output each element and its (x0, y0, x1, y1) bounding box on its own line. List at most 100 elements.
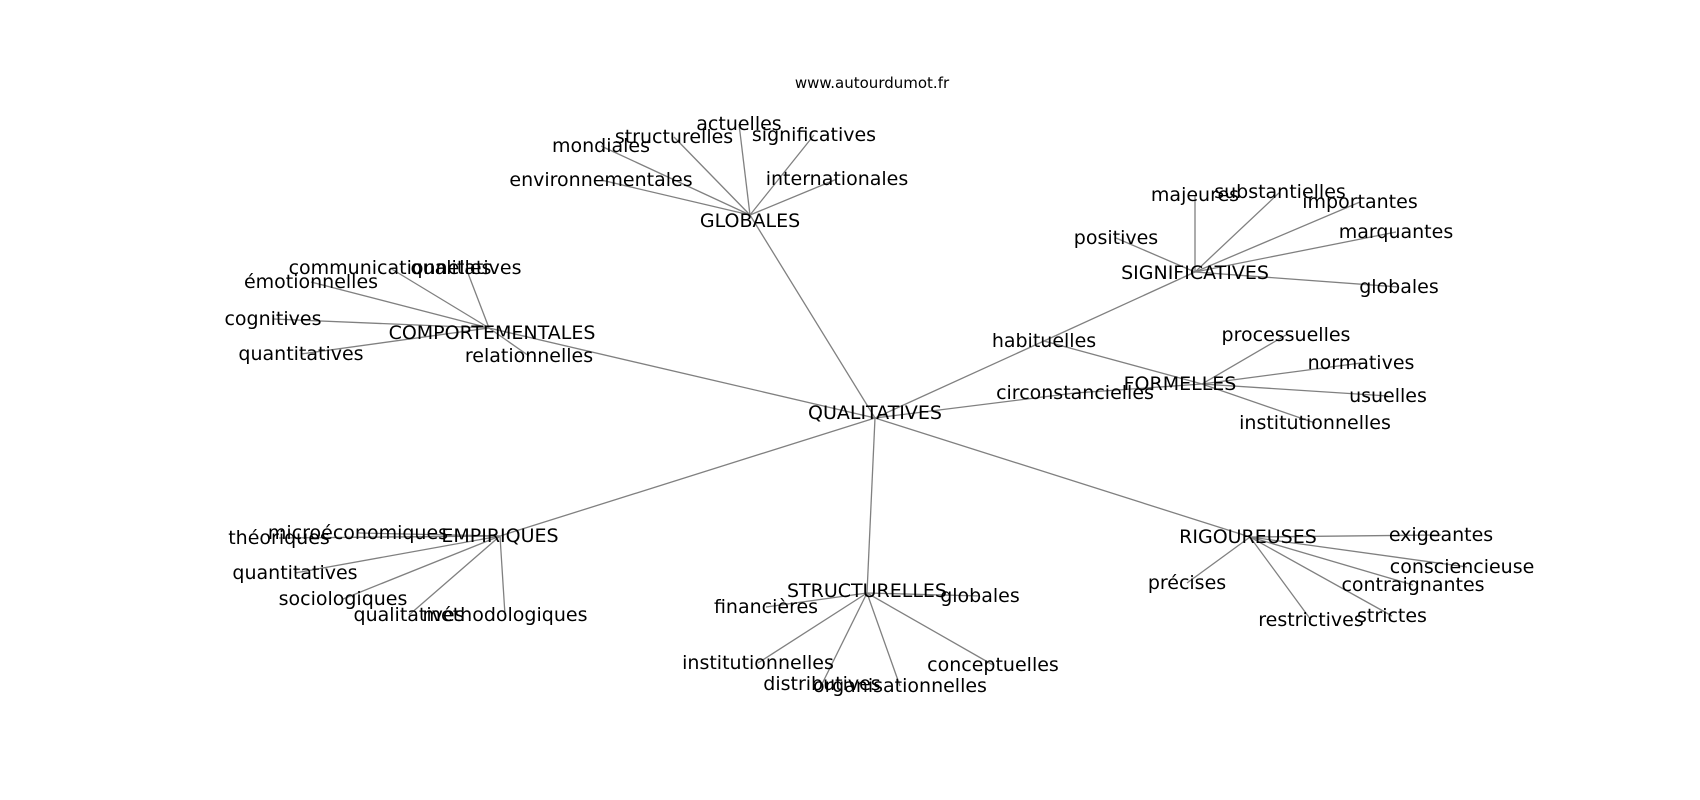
node-structurelles-hub: STRUCTURELLES (787, 580, 947, 602)
node-g-structurelles: structurelles (615, 126, 733, 148)
edge-structurelles_hub-st_organisationnelles (866, 592, 901, 687)
edge-globales_hub-g_environnementales (600, 179, 751, 216)
edge-rigoureuses_hub-r_exigeantes (1249, 534, 1442, 538)
edge-empiriques_hub-e_quantitatives (294, 535, 501, 574)
edge-root-globales_hub (749, 214, 876, 419)
edge-rigoureuses_hub-r_precises (1186, 536, 1251, 584)
node-f-normatives: normatives (1308, 352, 1415, 374)
node-s-importantes: importantes (1302, 191, 1417, 213)
edge-comportementales_hub-c_communicationnelles (389, 267, 490, 329)
node-formelles-hub: FORMELLES (1124, 373, 1237, 395)
node-g-mondiales: mondiales (552, 135, 650, 157)
node-circonstancielles: circonstancielles (996, 382, 1154, 404)
graph-edges (272, 123, 1468, 687)
edge-root-habituelles (874, 340, 1045, 419)
edge-empiriques_hub-e_qualitatives (408, 535, 501, 616)
edge-empiriques_hub-e_sociologiques (342, 535, 501, 600)
node-g-environnementales: environnementales (509, 169, 692, 191)
node-e-sociologiques: sociologiques (279, 588, 408, 610)
node-f-processuelles: processuelles (1222, 324, 1351, 346)
edge-structurelles_hub-st_conceptuelles (866, 592, 994, 666)
edge-empiriques_hub-e_microeconomiques (357, 532, 501, 537)
node-g-internationales: internationales (766, 168, 909, 190)
node-c-cognitives: cognitives (224, 308, 321, 330)
node-rigoureuses-hub: RIGOUREUSES (1179, 526, 1317, 548)
edge-formelles_hub-f_normatives (1201, 362, 1362, 385)
node-comportementales-hub: COMPORTEMENTALES (389, 322, 596, 344)
node-g-significatives: significatives (752, 124, 876, 146)
edge-significatives_hub-s_globales (1194, 271, 1400, 288)
edge-empiriques_hub-e_methodologiques (499, 535, 506, 616)
edge-significatives_hub-s_substantielles (1194, 191, 1281, 273)
edge-habituelles-formelles_hub (1043, 340, 1203, 385)
node-st-conceptuelles: conceptuelles (927, 654, 1059, 676)
edge-structurelles_hub-st_distributives (821, 592, 868, 685)
edge-formelles_hub-f_institutionnelles (1201, 383, 1316, 424)
node-r-precises: précises (1148, 572, 1226, 594)
node-st-globales: globales (940, 585, 1020, 607)
node-c-qualitatives: qualitatives (411, 257, 522, 279)
node-st-organisationnelles: organisationnelles (813, 675, 987, 697)
edge-root-comportementales_hub (488, 327, 876, 419)
edge-comportementales_hub-c_cognitives (272, 318, 490, 329)
edge-circonstancielles-formelles_hub (1074, 383, 1203, 394)
node-c-communicationnelles: communicationnelles (289, 257, 492, 279)
node-r-strictes: strictes (1357, 605, 1427, 627)
edge-rigoureuses_hub-r_contraignantes (1249, 536, 1414, 586)
node-habituelles: habituelles (992, 330, 1096, 352)
edge-habituelles-significatives_hub (1043, 271, 1196, 342)
edge-root-circonstancielles (874, 392, 1076, 419)
node-f-institutionnelles: institutionnelles (1239, 412, 1391, 434)
edge-empiriques_hub-e_theoriques (278, 535, 501, 539)
node-r-consciencieuses: consciencieuses (1390, 556, 1544, 578)
edge-formelles_hub-f_usuelles (1201, 383, 1389, 397)
node-st-financieres: financières (714, 596, 818, 618)
node-s-positives: positives (1074, 227, 1158, 249)
graph-labels: QUALITATIVES GLOBALES COMPORTEMENTALES SIGN… (224, 113, 1544, 697)
edge-structurelles_hub-st_financieres (765, 592, 868, 608)
edge-comportementales_hub-c_relationnelles (488, 327, 530, 357)
edge-root-rigoureuses_hub (874, 417, 1251, 538)
edge-globales_hub-g_internationales (749, 178, 838, 216)
node-globales-hub: GLOBALES (700, 210, 800, 232)
edge-significatives_hub-s_positives (1115, 237, 1196, 273)
node-e-theoriques: théoriques (228, 527, 330, 549)
edge-structurelles_hub-st_institutionnelles (757, 592, 868, 664)
edge-formelles_hub-f_processuelles (1201, 334, 1287, 385)
site-label: www.autourdumot.fr (795, 74, 950, 92)
edge-comportementales_hub-c_quantitatives (300, 327, 490, 355)
node-root: QUALITATIVES (808, 402, 942, 424)
node-e-quantitatives: quantitatives (232, 562, 357, 584)
node-g-actuelles: actuelles (696, 113, 781, 135)
node-c-relationnelles: relationnelles (465, 345, 593, 367)
node-r-contraignantes: contraignantes (1341, 574, 1484, 596)
node-c-quantitatives: quantitatives (238, 343, 363, 365)
node-r-exigeantes: exigeantes (1389, 524, 1493, 546)
edge-globales_hub-g_significatives (749, 134, 815, 216)
node-significatives-hub: SIGNIFICATIVES (1121, 262, 1269, 284)
edge-globales_hub-g_actuelles (738, 123, 751, 216)
node-e-microeconomiques: microéconomiques (268, 522, 448, 544)
node-s-majeures: majeures (1151, 184, 1239, 206)
node-empiriques-hub: EMPIRIQUES (441, 525, 558, 547)
edge-rigoureuses_hub-r_strictes (1249, 536, 1393, 617)
edge-structurelles_hub-st_globales (866, 592, 981, 597)
node-c-emotionnelles: émotionnelles (244, 271, 378, 293)
edge-rigoureuses_hub-r_restrictives (1249, 536, 1312, 621)
edge-comportementales_hub-c_emotionnelles (310, 281, 490, 329)
edge-globales_hub-g_mondiales (600, 145, 751, 216)
node-st-institutionnelles: institutionnelles (682, 652, 834, 674)
node-s-substantielles: substantielles (1214, 181, 1346, 203)
edge-root-structurelles_hub (866, 417, 876, 594)
node-f-usuelles: usuelles (1349, 385, 1427, 407)
node-r-restrictives: restrictives (1258, 609, 1364, 631)
edge-significatives_hub-s_marquantes (1194, 231, 1397, 273)
node-e-methodologiques: méthodologiques (423, 604, 588, 626)
node-st-distributives: distributives (763, 673, 880, 695)
edge-root-empiriques_hub (499, 417, 876, 537)
node-s-marquantes: marquantes (1339, 221, 1453, 243)
node-s-globales: globales (1359, 276, 1439, 298)
edge-globales_hub-g_structurelles (673, 136, 751, 216)
edge-significatives_hub-s_importantes (1194, 201, 1361, 273)
